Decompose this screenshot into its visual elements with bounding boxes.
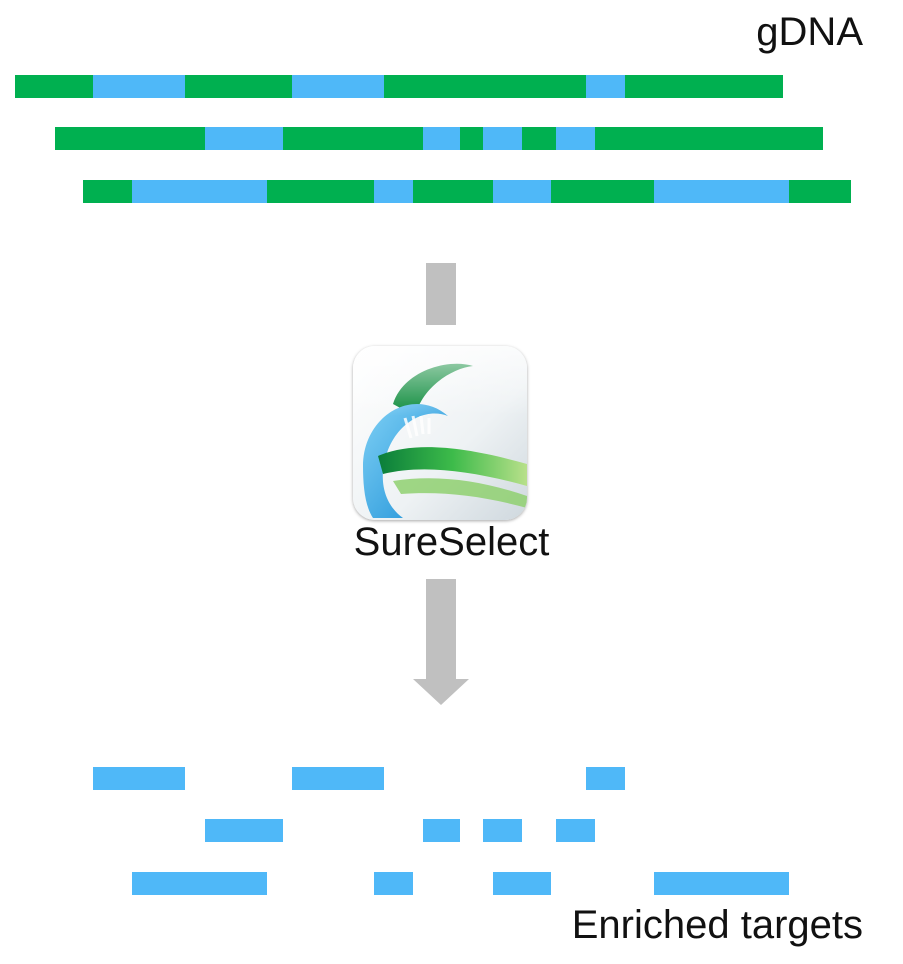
- gdna-strand-2: [55, 127, 823, 150]
- arrow-shaft-bottom: [426, 579, 456, 679]
- arrow-shaft-top: [426, 263, 456, 325]
- enriched-targets-label: Enriched targets: [571, 903, 863, 947]
- gdna-strand-3: [83, 180, 851, 203]
- arrow-down-icon: [413, 679, 469, 705]
- targets-row-3: [83, 872, 851, 895]
- sureselect-dna-helix-icon: [353, 346, 527, 520]
- targets-row-1: [15, 767, 783, 790]
- gdna-strand-1: [15, 75, 783, 98]
- gdna-label: gDNA: [756, 10, 863, 54]
- targets-row-2: [55, 819, 823, 842]
- sureselect-label: SureSelect: [353, 520, 550, 564]
